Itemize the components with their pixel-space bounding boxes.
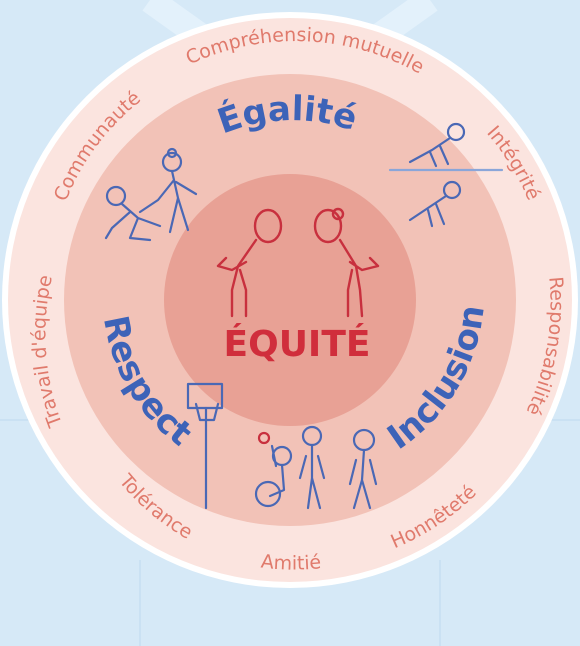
basketball-figures-icon	[186, 382, 378, 510]
push-up-figures-icon	[388, 122, 504, 228]
helping-hand-figures-icon	[104, 147, 198, 242]
bowing-figures-icon	[216, 207, 380, 318]
inner-circle	[164, 174, 416, 426]
value-label-amitie: Amitié	[260, 550, 322, 574]
center-label: ÉQUITÉ	[224, 323, 371, 365]
